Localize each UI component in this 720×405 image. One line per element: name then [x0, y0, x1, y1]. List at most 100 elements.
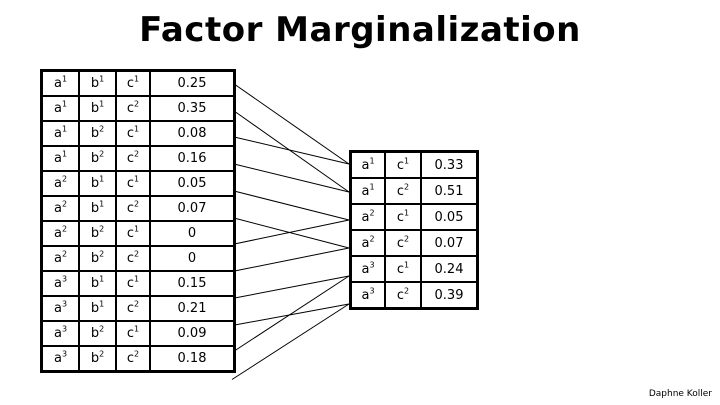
cell-c: c2: [115, 95, 151, 122]
cell-b: b1: [78, 69, 117, 97]
cell-c: c2: [115, 295, 151, 322]
credit-text: Daphne Koller: [648, 389, 712, 399]
superscript: 3: [369, 286, 375, 296]
cell-a: a3: [349, 255, 386, 283]
cell-value: 0.05: [149, 170, 236, 197]
superscript: 1: [61, 99, 68, 109]
superscript: 2: [99, 249, 105, 259]
superscript: 1: [404, 260, 410, 270]
cell-c: c1: [115, 120, 151, 147]
connection-line: [231, 109, 350, 193]
cell-value: 0: [149, 245, 236, 272]
superscript: 1: [61, 74, 68, 84]
cell-value: 0.07: [420, 229, 479, 257]
superscript: 1: [134, 74, 140, 84]
superscript: 1: [134, 124, 140, 134]
superscript: 1: [404, 208, 410, 218]
cell-c: c1: [384, 203, 422, 231]
superscript: 2: [369, 208, 375, 218]
superscript: 2: [404, 234, 410, 244]
superscript: 1: [99, 74, 105, 84]
superscript: 2: [134, 299, 140, 309]
cell-b: b2: [78, 220, 117, 247]
cell-value: 0.33: [420, 150, 479, 179]
connection-line: [231, 190, 350, 221]
cell-c: c1: [115, 270, 151, 297]
cell-a: a2: [349, 203, 386, 231]
cell-value: 0.25: [149, 69, 236, 97]
connection-line: [231, 303, 350, 326]
superscript: 1: [99, 299, 105, 309]
cell-a: a3: [40, 345, 80, 373]
slide-title: Factor Marginalization: [139, 10, 581, 50]
connection-line: [231, 275, 350, 299]
cell-c: c1: [115, 170, 151, 197]
superscript: 3: [61, 324, 68, 334]
cell-b: b2: [78, 320, 117, 347]
superscript: 2: [134, 99, 140, 109]
superscript: 2: [61, 199, 68, 209]
superscript: 1: [61, 149, 68, 159]
cell-a: a2: [40, 245, 80, 272]
cell-a: a3: [40, 320, 80, 347]
superscript: 3: [61, 274, 68, 284]
cell-a: a1: [40, 69, 80, 97]
cell-value: 0.39: [420, 281, 479, 310]
cell-value: 0.08: [149, 120, 236, 147]
superscript: 3: [61, 299, 68, 309]
cell-value: 0.07: [149, 195, 236, 222]
cell-a: a1: [40, 95, 80, 122]
cell-b: b1: [78, 170, 117, 197]
superscript: 2: [404, 286, 410, 296]
superscript: 1: [61, 124, 68, 134]
connection-line: [231, 217, 350, 249]
cell-c: c1: [384, 255, 422, 283]
cell-b: b1: [78, 195, 117, 222]
cell-value: 0.21: [149, 295, 236, 322]
cell-a: a1: [40, 145, 80, 172]
superscript: 2: [369, 234, 375, 244]
superscript: 2: [99, 349, 105, 359]
superscript: 2: [99, 224, 105, 234]
cell-c: c2: [384, 177, 422, 205]
cell-c: c2: [115, 345, 151, 373]
superscript: 1: [99, 174, 105, 184]
superscript: 2: [134, 349, 140, 359]
connection-line: [231, 136, 350, 165]
cell-c: c2: [384, 229, 422, 257]
superscript: 1: [369, 156, 375, 166]
cell-value: 0.05: [420, 203, 479, 231]
cell-a: a1: [349, 177, 386, 205]
cell-b: b2: [78, 145, 117, 172]
cell-value: 0.35: [149, 95, 236, 122]
cell-b: b1: [78, 95, 117, 122]
superscript: 2: [134, 249, 140, 259]
superscript: 2: [134, 149, 140, 159]
superscript: 3: [61, 349, 68, 359]
cell-a: a1: [40, 120, 80, 147]
superscript: 1: [369, 182, 375, 192]
cell-c: c2: [115, 195, 151, 222]
cell-value: 0.51: [420, 177, 479, 205]
cell-value: 0.15: [149, 270, 236, 297]
superscript: 1: [134, 324, 140, 334]
cell-b: b2: [78, 345, 117, 373]
superscript: 2: [61, 249, 68, 259]
cell-c: c2: [384, 281, 422, 310]
cell-c: c2: [115, 245, 151, 272]
